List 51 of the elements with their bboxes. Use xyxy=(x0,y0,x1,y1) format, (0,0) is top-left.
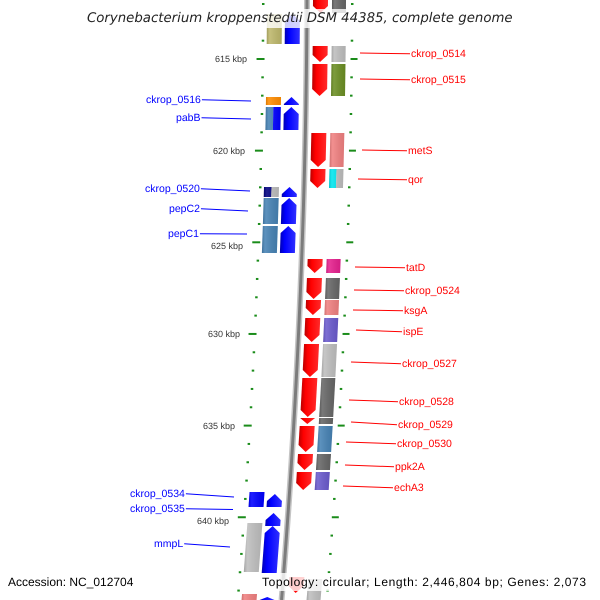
leader-line xyxy=(201,117,252,120)
leader-line xyxy=(362,150,408,152)
leader-line xyxy=(360,52,410,54)
gene-label: pepC1 xyxy=(168,228,199,239)
leader-line xyxy=(354,266,406,268)
gene-label: ppk2A xyxy=(395,462,425,472)
scale-label: 625 kbp xyxy=(211,242,244,250)
gene-label: ckrop_0527 xyxy=(402,358,457,369)
gene-label: echA3 xyxy=(394,482,424,493)
leader-line xyxy=(350,422,398,426)
leader-line xyxy=(346,442,396,444)
gene-label: pabB xyxy=(176,112,201,123)
gene-label: ckrop_0529 xyxy=(398,420,453,430)
leader-line xyxy=(185,493,234,498)
gene-label: ckrop_0535 xyxy=(130,504,185,514)
leader-line xyxy=(185,508,234,510)
leader-line xyxy=(358,178,408,180)
leader-line xyxy=(360,78,410,80)
gene-label: metS xyxy=(408,146,433,156)
leader-line xyxy=(348,400,398,402)
scale-label: 635 kbp xyxy=(203,422,236,430)
leader-line xyxy=(201,99,252,102)
accession-text: Accession: NC_012704 xyxy=(8,576,134,588)
gene-label: qor xyxy=(408,174,424,185)
leader-line xyxy=(342,486,394,488)
scale-label: 620 kbp xyxy=(213,146,246,156)
leader-line xyxy=(184,543,230,548)
gene-label: ckrop_0528 xyxy=(399,396,454,407)
gene-label: mmpL xyxy=(154,538,184,549)
gene-label: ckrop_0534 xyxy=(130,488,185,499)
gene-label: tatD xyxy=(406,262,426,273)
leader-line xyxy=(200,188,250,192)
leader-line xyxy=(354,290,404,292)
leader-line xyxy=(199,233,248,234)
gene-label: ckrop_0515 xyxy=(411,74,466,85)
scale-label: 640 kbp xyxy=(197,516,230,526)
gene-label: ksgA xyxy=(404,306,428,316)
leader-line xyxy=(350,362,402,364)
gene-label: pepC2 xyxy=(169,204,200,214)
scale-label: 615 kbp xyxy=(215,54,248,64)
leader-line xyxy=(344,464,394,468)
gene-label: ckrop_0514 xyxy=(411,48,466,59)
gene-label: ispE xyxy=(403,326,424,337)
leader-line xyxy=(200,208,248,212)
gene-label: ckrop_0520 xyxy=(145,184,200,194)
gene-label: ckrop_0524 xyxy=(405,286,460,296)
gene-label: ckrop_0530 xyxy=(397,438,452,449)
leader-line xyxy=(352,310,404,312)
gene-label: ckrop_0516 xyxy=(146,94,201,105)
leader-line xyxy=(356,330,402,332)
scale-label: 630 kbp xyxy=(208,330,240,338)
